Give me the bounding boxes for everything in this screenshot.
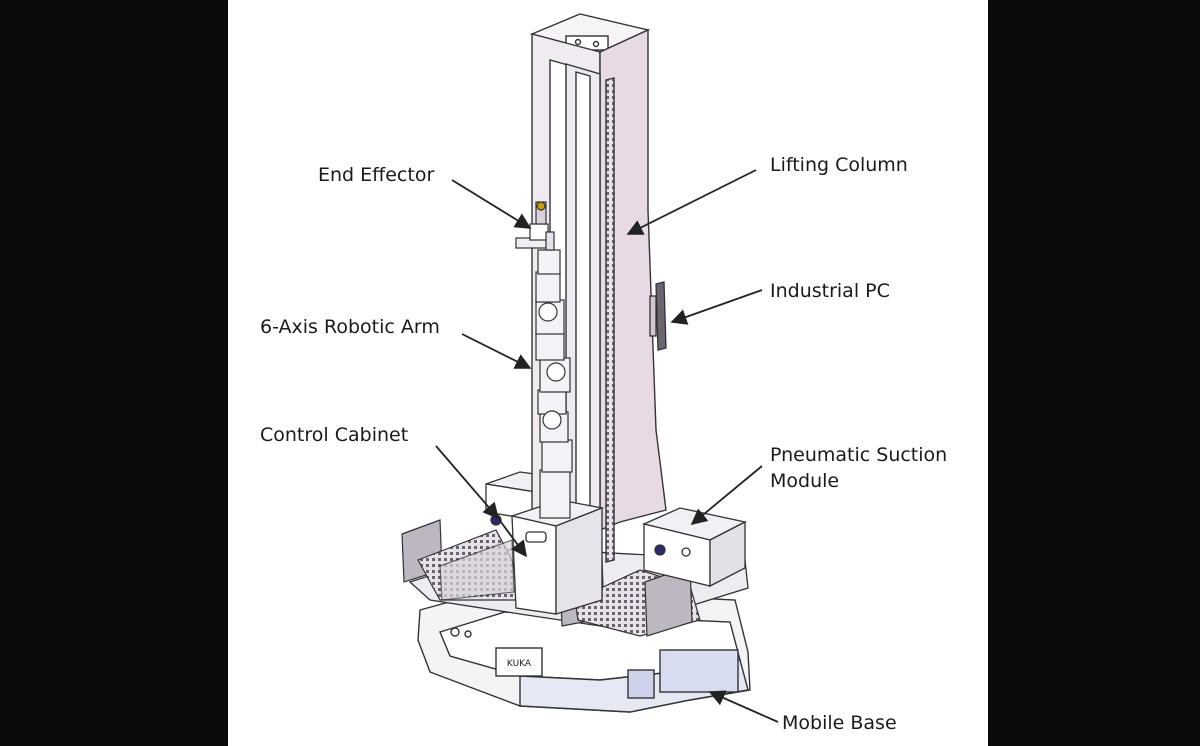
industrial-pc xyxy=(649,281,667,351)
pneumatic-suction-module xyxy=(641,507,747,588)
leader-arrows xyxy=(435,169,779,723)
arrow-control-cabinet-1 xyxy=(435,445,500,520)
arrow-lifting-column xyxy=(626,169,757,235)
arrow-robotic-arm xyxy=(461,333,532,369)
arrow-mobile-base xyxy=(708,690,779,723)
lifting-column xyxy=(529,13,667,563)
label-mobile-base: Mobile Base xyxy=(782,712,897,734)
label-pneumatic-suction-line1: Pneumatic Suction xyxy=(770,444,948,466)
arrow-industrial-pc xyxy=(670,289,763,325)
label-industrial-pc: Industrial PC xyxy=(770,280,890,302)
arrow-control-cabinet-2 xyxy=(497,517,527,558)
left-shelf xyxy=(401,519,521,601)
robotic-arm xyxy=(535,249,573,519)
arrow-end-effector xyxy=(451,179,532,229)
label-control-cabinet: Control Cabinet xyxy=(260,424,409,446)
label-pneumatic-suction-line2: Module xyxy=(770,470,840,492)
end-effector xyxy=(515,201,555,251)
arrow-pneumatic-suction xyxy=(690,465,763,526)
base-logo-text: KUKA xyxy=(507,659,532,669)
label-lifting-column: Lifting Column xyxy=(770,154,908,176)
label-robotic-arm: 6-Axis Robotic Arm xyxy=(260,316,440,338)
label-end-effector: End Effector xyxy=(318,164,435,186)
